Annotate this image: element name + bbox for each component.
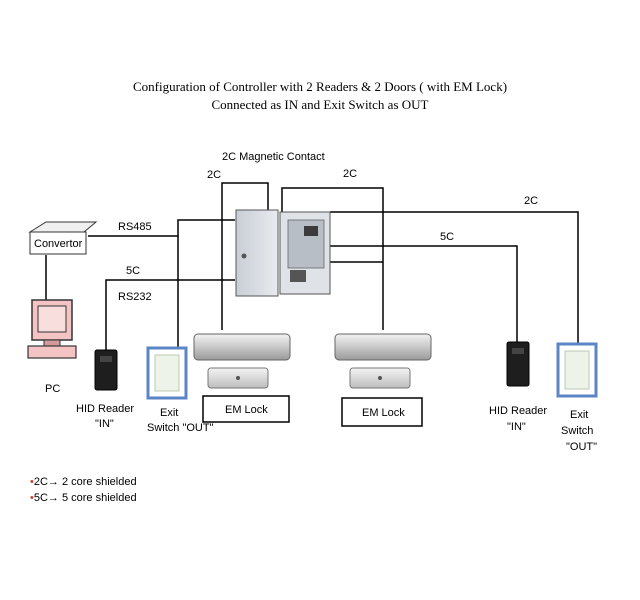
wire-2c-right-label: 2C bbox=[524, 195, 538, 207]
exit-switch-right: Exit Switch "OUT" bbox=[556, 342, 598, 453]
legend-bullet-5c: • bbox=[30, 492, 34, 504]
diagram-title-line2: Connected as IN and Exit Switch as OUT bbox=[211, 97, 429, 112]
em-lock-left-magnet bbox=[193, 333, 291, 361]
controller-lock-icon bbox=[241, 253, 247, 259]
pc-label: PC bbox=[45, 383, 60, 395]
exit-switch-left-button bbox=[154, 354, 180, 392]
exit-switch-left: Exit Switch "OUT" bbox=[146, 346, 214, 434]
wire-5c-right-label: 5C bbox=[440, 231, 454, 243]
em-lock-right-label-box bbox=[341, 397, 423, 427]
diagram-title-line1: Configuration of Controller with 2 Reade… bbox=[132, 79, 508, 94]
exit-switch-right-label-3: "OUT" bbox=[566, 441, 597, 453]
wire-5c-left-reader bbox=[105, 279, 235, 350]
controller-chip bbox=[304, 226, 318, 236]
reader-left-label-1: HID Reader bbox=[76, 403, 134, 415]
convertor-top bbox=[28, 221, 98, 233]
controller-battery bbox=[290, 270, 306, 282]
pc-screen bbox=[37, 305, 67, 333]
convertor: Convertor bbox=[28, 221, 98, 255]
wire-rs485 bbox=[88, 219, 235, 237]
legend-bullet-2c: • bbox=[30, 476, 34, 488]
magnetic-contact-label: 2C Magnetic Contact bbox=[222, 151, 325, 163]
wire-2c-left-door bbox=[221, 182, 269, 330]
em-lock-left-label-box bbox=[202, 395, 290, 423]
exit-switch-right-label-2: Switch bbox=[561, 425, 593, 437]
exit-switch-right-label-1: Exit bbox=[570, 409, 588, 421]
reader-left: HID Reader "IN" bbox=[76, 349, 134, 430]
reader-left-label-2: "IN" bbox=[95, 418, 114, 430]
pc-base bbox=[43, 339, 61, 347]
legend-text-5c: 5C→ 5 core shielded bbox=[33, 492, 137, 504]
wire-2c-right-exit bbox=[330, 211, 579, 344]
wire-5c-left-label: 5C bbox=[126, 265, 140, 277]
em-lock-right-screw bbox=[378, 376, 382, 380]
exit-switch-left-label-1: Exit bbox=[160, 407, 178, 419]
wire-5c-right-reader bbox=[330, 245, 518, 342]
pc-keyboard bbox=[27, 345, 77, 359]
convertor-label: Convertor bbox=[34, 238, 83, 250]
em-lock-right-magnet bbox=[334, 333, 432, 361]
reader-right-label-1: HID Reader bbox=[489, 405, 547, 417]
reader-left-led bbox=[100, 356, 112, 362]
legend-item-5c: •5C→ 5 core shielded bbox=[30, 492, 137, 504]
wire-rs232-label: RS232 bbox=[118, 291, 152, 303]
em-lock-right: EM Lock bbox=[334, 333, 432, 427]
reader-right: HID Reader "IN" bbox=[489, 341, 547, 433]
legend-item-2c: •2C→ 2 core shielded bbox=[30, 476, 137, 488]
em-lock-left: EM Lock bbox=[193, 333, 291, 423]
em-lock-left-screw bbox=[236, 376, 240, 380]
wire-2c-right-door bbox=[281, 187, 384, 330]
controller-box bbox=[235, 209, 331, 297]
wire-2c-left-label: 2C bbox=[207, 169, 221, 181]
wires bbox=[45, 182, 579, 350]
controller-door bbox=[235, 209, 279, 297]
convertor-body bbox=[29, 231, 87, 255]
reader-right-label-2: "IN" bbox=[507, 421, 526, 433]
em-lock-left-label: EM Lock bbox=[225, 404, 268, 416]
exit-switch-left-label-2: Switch "OUT" bbox=[147, 422, 214, 434]
exit-switch-right-button bbox=[564, 350, 590, 390]
pc-icon: PC bbox=[27, 299, 77, 395]
legend-text-2c: 2C→ 2 core shielded bbox=[33, 476, 137, 488]
wire-rs485-label: RS485 bbox=[118, 221, 152, 233]
em-lock-right-label: EM Lock bbox=[362, 407, 405, 419]
reader-right-led bbox=[512, 348, 524, 354]
wire-2c-mid-label: 2C bbox=[343, 168, 357, 180]
